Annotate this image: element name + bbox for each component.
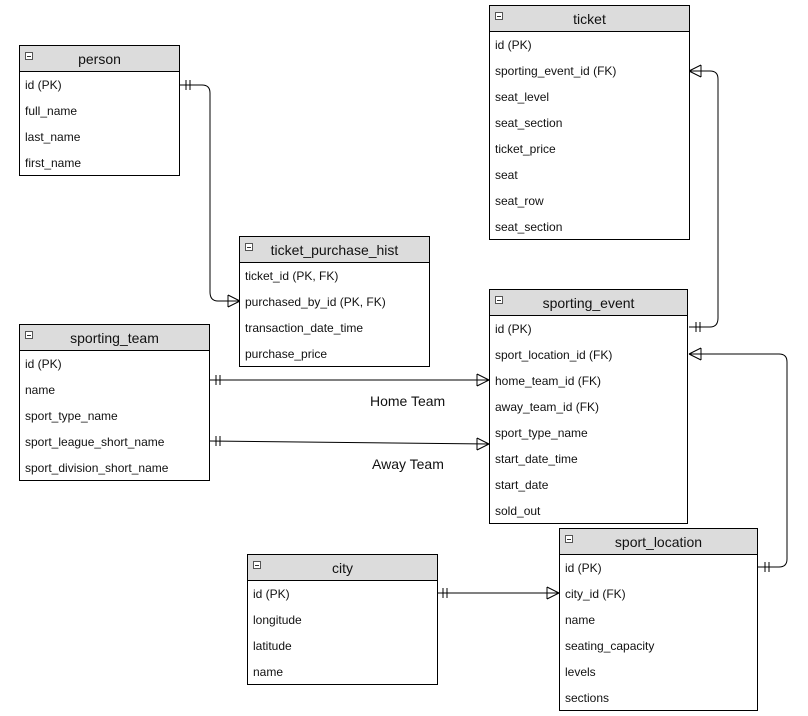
entity-ticket[interactable]: ticket id (PK) sporting_event_id (FK) seat_…: [489, 5, 690, 240]
attribute-row: seat_row: [495, 194, 544, 208]
link-sporting-event-to-sport-location: [688, 347, 788, 572]
entity-person[interactable]: person id (PK) full_name last_name first_nam…: [19, 45, 180, 176]
collapse-icon[interactable]: [25, 331, 33, 339]
entity-title-text: ticket_purchase_hist: [270, 242, 399, 258]
collapse-icon[interactable]: [253, 561, 261, 569]
attribute-row: away_team_id (FK): [495, 400, 600, 414]
away-team-label: Away Team: [372, 456, 444, 472]
attribute-row: latitude: [253, 639, 292, 653]
entity-title: sport_location: [560, 529, 757, 555]
entity-title-text: ticket: [573, 11, 606, 27]
entity-city[interactable]: city id (PK) longitude latitude name: [247, 554, 438, 685]
entity-title-text: sporting_team: [70, 330, 159, 346]
entity-title-text: person: [78, 51, 121, 67]
attribute-row: last_name: [25, 130, 81, 144]
link-city-to-sport-location: [437, 586, 560, 600]
entity-title-text: city: [332, 560, 353, 576]
attribute-row: city_id (FK): [565, 587, 626, 601]
attribute-row: id (PK): [253, 587, 290, 601]
attribute-row: id (PK): [565, 561, 602, 575]
collapse-icon[interactable]: [245, 243, 253, 251]
link-away-team: [209, 436, 490, 451]
attribute-row: sport_location_id (FK): [495, 348, 613, 362]
attribute-row: home_team_id (FK): [495, 374, 602, 388]
home-team-label: Home Team: [370, 393, 446, 409]
link-person-to-purchase-hist: [180, 80, 241, 308]
entity-title: person: [20, 46, 179, 72]
attribute-row: sections: [565, 691, 610, 705]
attribute-row: seat: [495, 168, 518, 182]
attribute-row: seat_section: [495, 116, 563, 130]
attribute-row: start_date_time: [495, 452, 578, 466]
attribute-row: sport_league_short_name: [25, 435, 165, 449]
attribute-row: name: [25, 383, 56, 397]
entity-title: city: [248, 555, 437, 581]
attribute-row: start_date: [495, 478, 549, 492]
attribute-row: ticket_price: [495, 142, 556, 156]
attribute-row: ticket_id (PK, FK): [245, 269, 339, 283]
collapse-icon[interactable]: [565, 535, 573, 543]
entity-title: sporting_team: [20, 325, 209, 351]
entity-title: ticket: [490, 6, 689, 32]
attribute-row: id (PK): [25, 357, 62, 371]
entity-title-text: sport_location: [614, 534, 703, 550]
entity-title: sporting_event: [490, 290, 687, 316]
attribute-row: longitude: [253, 613, 302, 627]
attribute-row: sport_division_short_name: [25, 461, 169, 475]
attribute-row: sport_type_name: [25, 409, 118, 423]
attribute-row: full_name: [25, 104, 78, 118]
link-ticket-to-sporting-event: [688, 64, 719, 332]
link-home-team: [210, 373, 490, 387]
attribute-row: purchased_by_id (PK, FK): [245, 295, 386, 309]
attribute-row: transaction_date_time: [245, 321, 364, 335]
attribute-row: sport_type_name: [495, 426, 588, 440]
attribute-row: sold_out: [495, 504, 541, 518]
entity-title: ticket_purchase_hist: [240, 237, 429, 263]
attribute-row: seating_capacity: [565, 639, 655, 653]
attribute-row: first_name: [25, 156, 82, 170]
attribute-row: name: [565, 613, 596, 627]
collapse-icon[interactable]: [495, 296, 503, 304]
attribute-row: seat_section: [495, 220, 563, 234]
attribute-row: seat_level: [495, 90, 550, 104]
collapse-icon[interactable]: [495, 12, 503, 20]
attribute-row: name: [253, 665, 284, 679]
entity-title-text: sporting_event: [542, 295, 635, 311]
attribute-row: levels: [565, 665, 596, 679]
attribute-row: id (PK): [495, 322, 532, 336]
entity-ticket-purchase-hist[interactable]: ticket_purchase_hist ticket_id (PK, FK) pu…: [239, 236, 430, 367]
attribute-row: id (PK): [25, 78, 62, 92]
attribute-row: sporting_event_id (FK): [495, 64, 617, 78]
attribute-row: id (PK): [495, 38, 532, 52]
attribute-row: purchase_price: [245, 347, 328, 361]
collapse-icon[interactable]: [25, 52, 33, 60]
